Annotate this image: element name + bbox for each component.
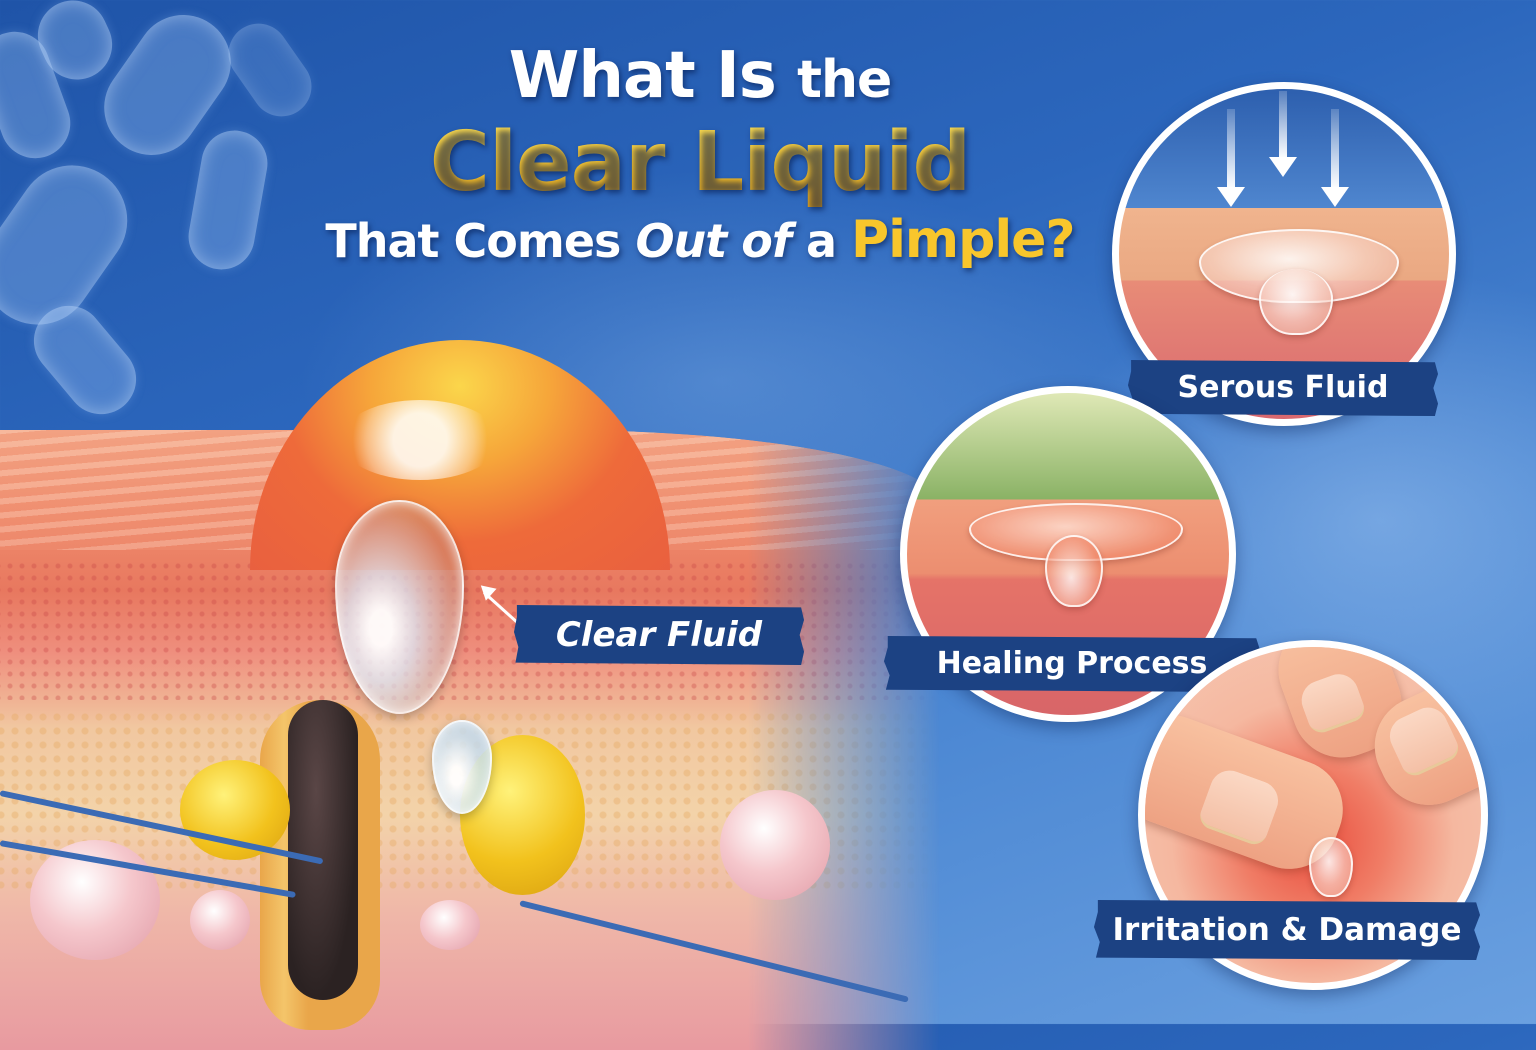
title-the: the <box>797 50 892 110</box>
clear-fluid-label: Clear Fluid <box>514 605 804 665</box>
clear-fluid-droplet-small <box>432 720 492 814</box>
down-arrow-icon <box>1217 109 1245 207</box>
title-what-is: What Is <box>508 39 777 113</box>
title-out-of: Out of <box>635 214 791 268</box>
serous-fluid-label: Serous Fluid <box>1128 360 1438 416</box>
page-title: What Is the Clear Liquid That Comes Out … <box>290 40 1110 271</box>
title-a: a <box>805 214 837 268</box>
fluid-droplet-tail <box>1259 269 1333 335</box>
title-line-3: That Comes Out of a Pimple? <box>290 210 1110 271</box>
title-pimple: Pimple? <box>851 210 1076 270</box>
title-line-1: What Is the <box>290 40 1110 116</box>
irritation-damage-label: Irritation & Damage <box>1094 900 1480 960</box>
title-line-2: Clear Liquid <box>290 116 1110 210</box>
fluid-droplet <box>1309 837 1353 897</box>
hair-root <box>288 700 358 1000</box>
fat-cell <box>420 900 480 950</box>
pus-whitehead <box>340 400 500 480</box>
down-arrow-icon <box>1269 91 1297 177</box>
down-arrow-icon <box>1321 109 1349 207</box>
fluid-droplet-tail <box>1045 535 1103 607</box>
title-that-comes: That Comes <box>325 214 621 268</box>
fat-cell <box>720 790 830 900</box>
fat-cell <box>190 890 250 950</box>
clear-fluid-droplet-large <box>335 500 464 714</box>
